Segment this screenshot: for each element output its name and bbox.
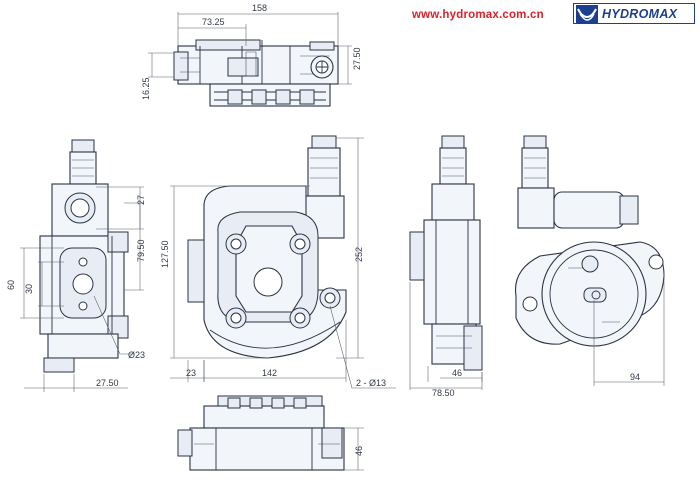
dim-top-height-left: 16.25 — [141, 77, 151, 100]
brand-logo: HYDROMAX — [573, 3, 695, 24]
dim-top-overall: 158 — [252, 3, 267, 13]
dim-front-holes: 2 - Ø13 — [356, 378, 386, 388]
dim-front-left: 23 — [186, 368, 196, 378]
dim-side-upper: 27 — [136, 195, 146, 205]
dim-front-width: 142 — [262, 368, 277, 378]
dim-front-overall: 252 — [354, 247, 364, 262]
left-side-view — [39, 139, 129, 373]
dim-side-port-dia: Ø23 — [128, 350, 145, 360]
dim-top-height-right: 27.50 — [352, 47, 362, 70]
dim-right-46: 46 — [452, 368, 462, 378]
dim-side-port-center: 79.50 — [136, 239, 146, 262]
dim-rear-94: 94 — [630, 372, 640, 382]
dim-right-total: 78.50 — [432, 388, 455, 398]
dim-side-flange-60: 60 — [6, 280, 16, 290]
hydromax-logo-icon — [576, 4, 598, 23]
bottom-view — [177, 395, 345, 471]
dim-front-height: 127.50 — [160, 240, 170, 268]
brand-name: HYDROMAX — [602, 6, 678, 21]
rear-view — [514, 135, 665, 347]
dim-side-flange-30: 30 — [24, 284, 34, 294]
dim-side-width: 27.50 — [96, 378, 119, 388]
dim-bottom-46: 46 — [354, 446, 364, 456]
top-view — [173, 39, 339, 107]
website-url[interactable]: www.hydromax.com.cn — [412, 9, 544, 21]
right-side-view — [409, 135, 483, 371]
front-view — [187, 135, 347, 359]
dim-top-offset: 73.25 — [202, 17, 225, 27]
